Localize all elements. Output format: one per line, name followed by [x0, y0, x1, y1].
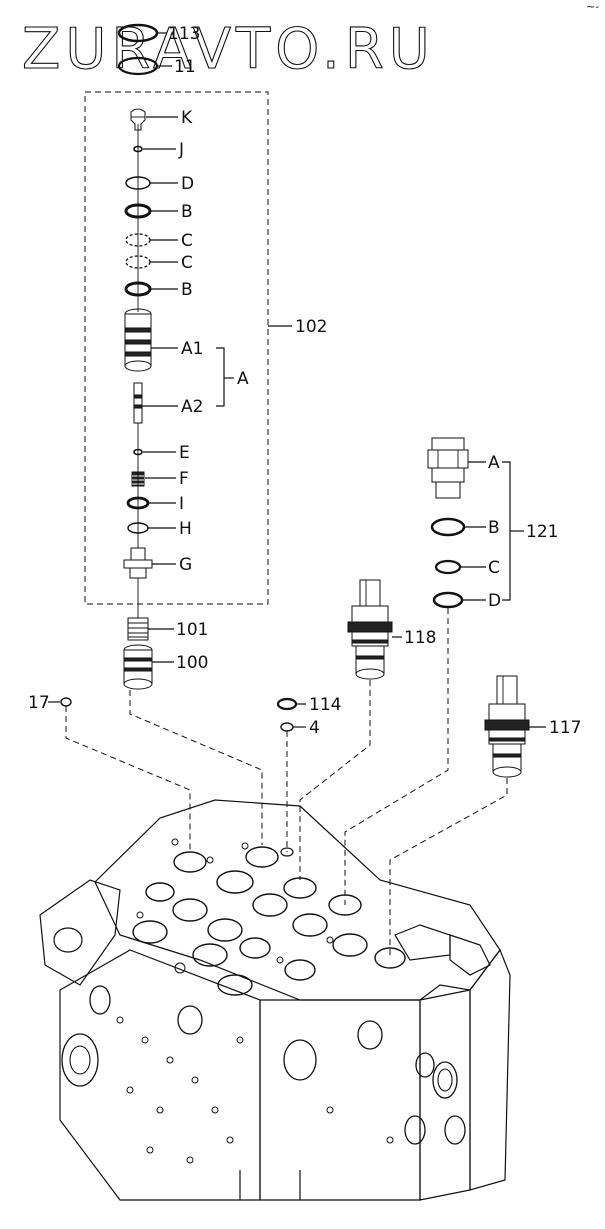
- label-c-upper: C: [181, 231, 193, 251]
- spool-100: [123, 644, 153, 690]
- corner-mark: ~-: [586, 0, 599, 13]
- kit-102-boundary: [84, 91, 269, 605]
- label-b-lower: B: [181, 280, 193, 300]
- label-11: 11: [174, 57, 196, 77]
- relief-valve-117: [484, 675, 530, 778]
- label-g: G: [179, 555, 192, 575]
- label-d: D: [181, 174, 194, 194]
- label-f: F: [179, 469, 189, 489]
- label-r-d: D: [488, 591, 501, 611]
- label-101: 101: [176, 620, 208, 640]
- ring-121-b: [430, 517, 466, 537]
- poppet-g: [123, 547, 153, 579]
- label-102: 102: [295, 317, 327, 337]
- label-b-upper: B: [181, 202, 193, 222]
- label-a: A: [237, 369, 249, 389]
- label-118: 118: [404, 628, 436, 648]
- label-r-a: A: [488, 453, 500, 473]
- spring-101: [127, 617, 149, 641]
- label-e: E: [179, 443, 190, 463]
- label-h: H: [179, 519, 192, 539]
- bracket-a: [216, 347, 225, 407]
- label-4: 4: [309, 718, 320, 738]
- relief-valve-118: [347, 579, 393, 680]
- label-k: K: [181, 108, 193, 128]
- label-a1: A1: [181, 339, 203, 359]
- control-valve-body: [39, 799, 511, 1201]
- label-117: 117: [549, 718, 581, 738]
- watermark-text: ZURAVTO.RU: [22, 17, 435, 82]
- ring-121-d: [432, 591, 464, 609]
- sleeve-a1: [124, 308, 152, 372]
- label-100: 100: [176, 653, 208, 673]
- label-c-lower: C: [181, 253, 193, 273]
- label-113: 113: [168, 24, 200, 44]
- label-17: 17: [28, 693, 50, 713]
- spool-a2: [133, 382, 143, 424]
- o-ring-4: [280, 722, 294, 732]
- bracket-121: [502, 461, 511, 601]
- assembly-lines: [65, 608, 508, 958]
- ring-121-c: [434, 559, 462, 575]
- label-a2: A2: [181, 397, 203, 417]
- plug-k: [130, 108, 146, 131]
- label-i: I: [179, 494, 184, 514]
- relief-valve-121-a: [427, 437, 469, 499]
- plug-17: [60, 697, 72, 707]
- label-r-b: B: [488, 518, 500, 538]
- label-121: 121: [526, 522, 558, 542]
- label-114: 114: [309, 695, 341, 715]
- o-ring-114: [276, 697, 298, 711]
- label-j: J: [178, 140, 184, 160]
- label-r-c: C: [488, 558, 500, 578]
